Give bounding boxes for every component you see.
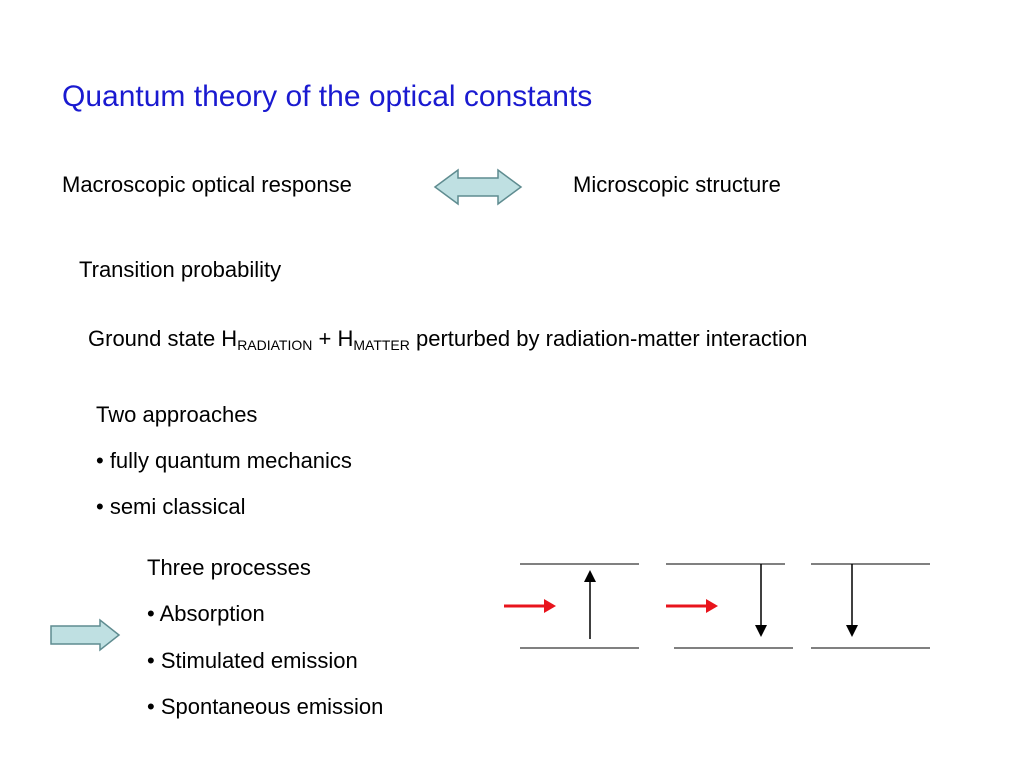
approach-item: • fully quantum mechanics xyxy=(96,448,352,473)
double-arrow-icon xyxy=(433,168,523,206)
three-processes-heading: Three processes xyxy=(147,555,311,580)
ground-state-line: Ground state HRADIATION + HMATTER pertur… xyxy=(88,326,807,352)
two-approaches-heading: Two approaches xyxy=(96,402,258,427)
spontaneous-emission-diagram xyxy=(811,563,930,649)
stimulated-emission-diagram xyxy=(666,563,793,649)
ground-state-suffix: perturbed by radiation-matter interactio… xyxy=(409,326,808,351)
absorption-diagram xyxy=(504,563,639,649)
process-item-spontaneous: • Spontaneous emission xyxy=(147,694,384,719)
photon-arrowhead xyxy=(706,599,718,613)
transition-probability-label: Transition probability xyxy=(79,257,282,282)
right-arrow-icon xyxy=(50,618,121,652)
process-item-absorption: • Absorption xyxy=(147,601,265,626)
macroscopic-label: Macroscopic optical response xyxy=(62,172,352,197)
ground-state-prefix: Ground state H xyxy=(88,326,238,351)
radiation-subscript: RADIATION xyxy=(237,337,313,353)
plus-h: + H xyxy=(312,326,354,351)
microscopic-label: Microscopic structure xyxy=(573,172,781,197)
matter-subscript: MATTER xyxy=(353,337,410,353)
process-item-stimulated: • Stimulated emission xyxy=(147,648,358,673)
photon-arrowhead xyxy=(544,599,556,613)
slide-title: Quantum theory of the optical constants xyxy=(62,80,593,113)
approach-item: • semi classical xyxy=(96,494,246,519)
